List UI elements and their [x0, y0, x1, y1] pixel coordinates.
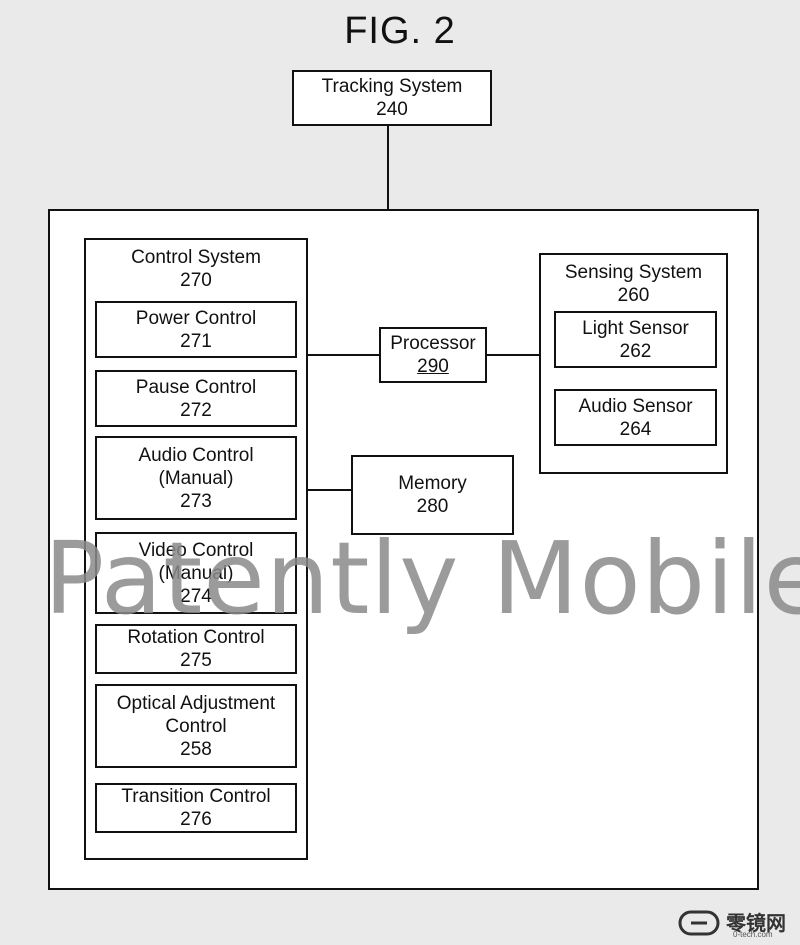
module-ref: 258	[180, 738, 212, 760]
module-power-control: Power Control 271	[95, 301, 297, 358]
processor-ref: 290	[417, 356, 449, 377]
light-sensor-box: Light Sensor 262	[554, 311, 717, 368]
tracking-system-box: Tracking System 240	[292, 70, 492, 126]
module-ref: 275	[180, 650, 212, 671]
light-sensor-ref: 262	[619, 340, 652, 362]
module-label: Video Control	[138, 539, 254, 561]
control-system-ref: 270	[180, 270, 212, 291]
module-video-control: Video Control (Manual) 274	[95, 532, 297, 614]
memory-ref: 280	[416, 496, 449, 517]
module-label: Rotation Control	[127, 627, 265, 648]
module-pause-control: Pause Control 272	[95, 370, 297, 427]
module-transition-control: Transition Control 276	[95, 783, 297, 833]
module-label: Audio Control	[138, 444, 254, 466]
module-optical-adjustment-control: Optical Adjustment Control 258	[95, 684, 297, 768]
connector-processor-to-sensing	[486, 354, 540, 356]
control-system-name: Control System	[131, 247, 261, 268]
memory-name: Memory	[398, 473, 467, 494]
module-ref: 274	[180, 585, 212, 607]
connector-control-to-memory	[308, 489, 352, 491]
audio-sensor-name: Audio Sensor	[578, 395, 693, 417]
module-label-2: (Manual)	[158, 467, 234, 489]
module-label: Pause Control	[135, 376, 257, 398]
connector-tracking-to-device	[387, 126, 389, 210]
module-rotation-control: Rotation Control 275	[95, 624, 297, 674]
connector-control-to-processor	[308, 354, 380, 356]
module-ref: 276	[180, 809, 212, 830]
brand-logo-text: 零镜网	[726, 913, 786, 935]
processor-name: Processor	[390, 333, 476, 354]
module-audio-control: Audio Control (Manual) 273	[95, 436, 297, 520]
watermark-text: Patently Mobile	[44, 520, 800, 637]
module-ref: 272	[180, 399, 212, 421]
figure-title: FIG. 2	[344, 10, 456, 52]
brand-logo-subtext: 0-tech.com	[733, 930, 773, 939]
module-ref: 273	[180, 490, 212, 512]
tracking-system-ref: 240	[376, 99, 408, 120]
module-label: Optical Adjustment	[116, 692, 276, 714]
sensing-system-ref: 260	[617, 285, 650, 306]
module-ref: 271	[180, 330, 212, 352]
module-label: Power Control	[135, 307, 257, 329]
brand-logo-icon	[678, 910, 720, 936]
module-label-2: (Manual)	[158, 562, 234, 584]
sensing-system-name: Sensing System	[564, 262, 703, 283]
memory-box: Memory 280	[351, 455, 514, 535]
module-label: Transition Control	[121, 786, 271, 807]
light-sensor-name: Light Sensor	[582, 317, 689, 339]
module-label-2: Control	[165, 715, 227, 737]
processor-box: Processor 290	[379, 327, 487, 383]
audio-sensor-ref: 264	[619, 418, 652, 440]
tracking-system-name: Tracking System	[321, 76, 463, 97]
audio-sensor-box: Audio Sensor 264	[554, 389, 717, 446]
